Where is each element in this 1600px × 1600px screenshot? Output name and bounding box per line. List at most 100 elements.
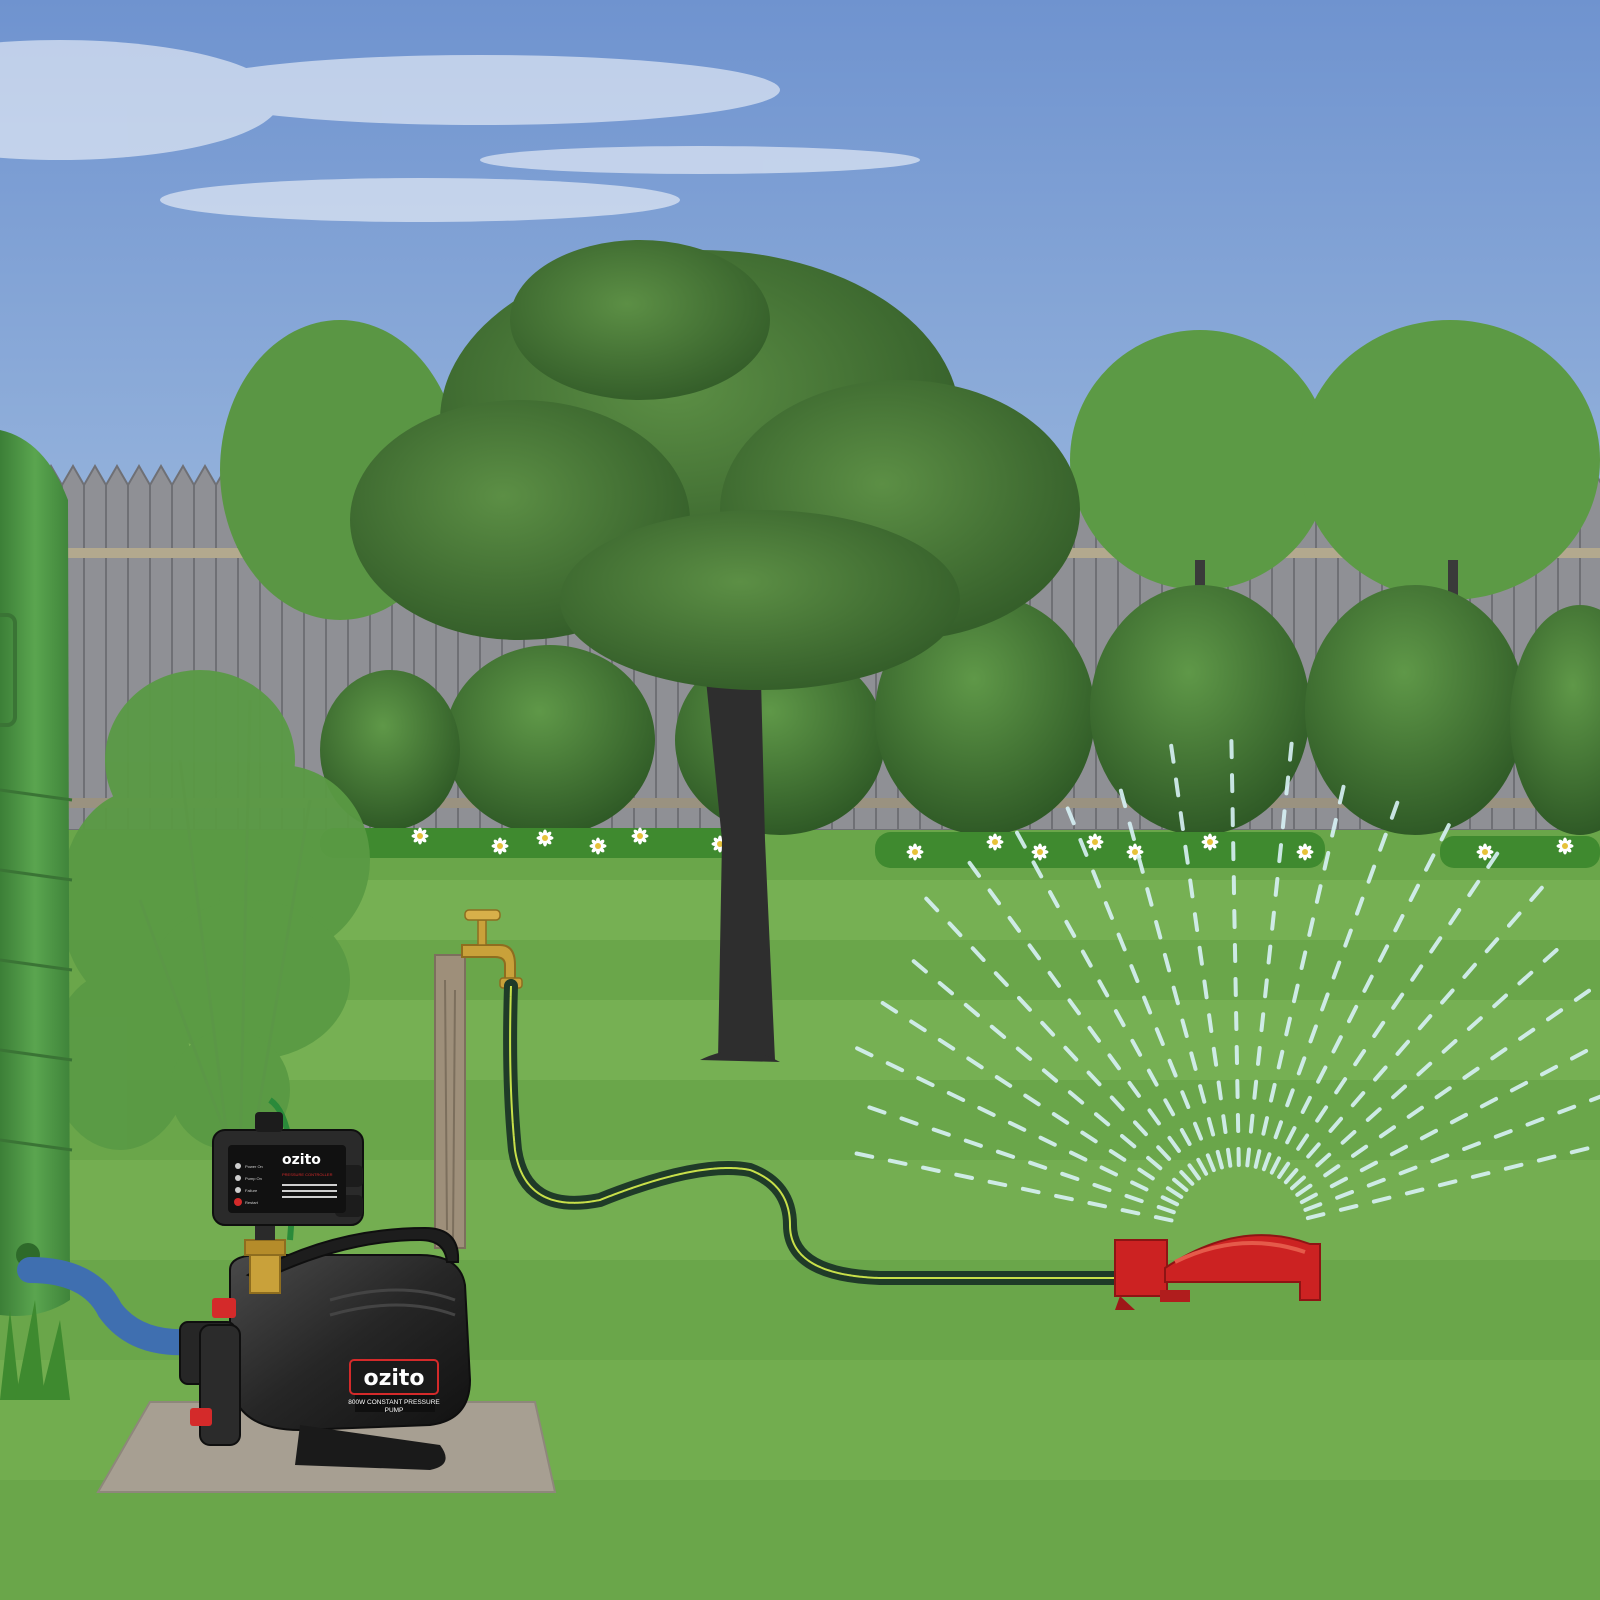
water-droplet	[1430, 1153, 1450, 1164]
water-droplet	[1065, 806, 1076, 826]
water-droplet	[994, 1075, 1013, 1088]
water-droplet	[1315, 1105, 1329, 1123]
water-droplet	[1434, 1086, 1452, 1100]
water-droplet	[1355, 896, 1365, 916]
water-droplet	[1335, 1190, 1354, 1200]
water-droplet	[967, 860, 981, 878]
water-droplet	[1179, 1128, 1192, 1146]
water-droplet	[1303, 1202, 1323, 1212]
water-droplet	[1198, 1084, 1207, 1104]
water-droplet	[1015, 830, 1027, 849]
water-droplet	[1273, 1120, 1283, 1140]
pump-model-sub: PUMP	[385, 1407, 404, 1414]
water-droplet	[1127, 821, 1136, 841]
water-droplet	[1284, 775, 1291, 796]
water-droplet	[854, 1151, 875, 1159]
water-droplet	[1069, 1150, 1088, 1162]
daisy-icon	[986, 833, 1004, 851]
water-droplet	[1269, 1156, 1281, 1175]
water-droplet	[1064, 919, 1077, 938]
water-droplet	[1365, 1107, 1382, 1122]
water-droplet	[1108, 1149, 1127, 1162]
water-droplet	[1307, 917, 1315, 937]
daisy-icon	[491, 837, 509, 855]
water-droplet	[1347, 1004, 1359, 1024]
water-droplet	[1448, 908, 1462, 926]
water-droplet	[1350, 1091, 1366, 1108]
water-droplet	[1439, 823, 1451, 842]
water-droplet	[899, 1116, 919, 1126]
water-droplet	[1419, 1128, 1438, 1141]
clouds	[0, 40, 920, 222]
water-droplet	[1542, 948, 1559, 963]
water-droplet	[1261, 1152, 1272, 1172]
water-droplet	[1087, 1025, 1101, 1043]
restart-button-icon[interactable]	[234, 1198, 242, 1206]
water-droplet	[1063, 1045, 1079, 1062]
water-droplet	[1492, 993, 1508, 1009]
water-droplet	[1529, 885, 1544, 902]
water-droplet	[1288, 741, 1294, 762]
water-droplet	[1154, 1027, 1165, 1046]
water-droplet	[887, 1158, 908, 1166]
water-droplet	[1540, 1064, 1559, 1077]
water-droplet	[1248, 1113, 1255, 1134]
water-droplet	[987, 1179, 1008, 1188]
water-droplet	[1328, 1116, 1343, 1133]
water-droplet	[1329, 1176, 1348, 1189]
water-droplet	[1142, 995, 1153, 1015]
water-droplet	[1027, 943, 1041, 961]
water-droplet	[1331, 1035, 1343, 1054]
water-droplet	[1306, 1142, 1321, 1159]
water-droplet	[1589, 1094, 1600, 1103]
water-droplet	[1253, 1149, 1262, 1169]
water-droplet	[1507, 911, 1522, 928]
water-droplet	[1067, 1090, 1085, 1105]
water-droplet	[1322, 851, 1331, 871]
water-droplet	[1259, 1012, 1266, 1033]
water-droplet	[1340, 1130, 1357, 1145]
water-droplet	[1331, 960, 1342, 980]
controller-panel: ozito Power On Pump On Failure Restart P…	[234, 1152, 337, 1206]
oscillating-sprinkler[interactable]	[1114, 1234, 1321, 1310]
water-droplet	[1167, 1135, 1181, 1153]
water-droplet	[1256, 1046, 1262, 1066]
water-droplet	[1067, 998, 1081, 1016]
water-droplet	[921, 1165, 941, 1173]
water-droplet	[1038, 1135, 1057, 1147]
water-droplet	[1202, 979, 1209, 1000]
water-droplet	[1163, 1098, 1176, 1117]
water-droplet	[1338, 1204, 1359, 1212]
water-droplet	[1295, 1183, 1313, 1197]
left-bush	[50, 670, 370, 1161]
water-droplet	[916, 1076, 935, 1088]
water-droplet	[1097, 979, 1110, 998]
water-droplet	[1183, 844, 1190, 865]
water-droplet	[1116, 932, 1127, 952]
water-droplet	[1362, 974, 1374, 993]
water-droplet	[1378, 1125, 1396, 1139]
pump-brand: ozito	[363, 1366, 424, 1391]
water-droplet	[1343, 928, 1353, 948]
water-droplet	[1273, 877, 1280, 897]
water-droplet	[1408, 883, 1420, 902]
water-droplet	[1086, 1070, 1102, 1087]
water-droplet	[1440, 988, 1455, 1005]
water-droplet	[1479, 1096, 1499, 1109]
water-droplet	[1406, 1105, 1424, 1119]
water-droplet	[1517, 970, 1534, 986]
water-droplet	[966, 1056, 984, 1070]
water-droplet	[937, 981, 954, 996]
water-droplet	[1221, 1114, 1228, 1134]
water-droplet	[1398, 1165, 1418, 1176]
tap-post	[434, 954, 466, 1249]
water-droplet	[931, 1127, 951, 1137]
water-droplet	[947, 921, 963, 938]
water-droplet	[1196, 1157, 1209, 1176]
water-droplet	[1462, 1066, 1480, 1080]
water-droplet	[1416, 1061, 1433, 1077]
water-droplet	[1124, 1193, 1144, 1204]
water-droplet	[1060, 1171, 1080, 1181]
water-droplet	[1546, 1008, 1564, 1022]
water-droplet	[1263, 978, 1269, 999]
